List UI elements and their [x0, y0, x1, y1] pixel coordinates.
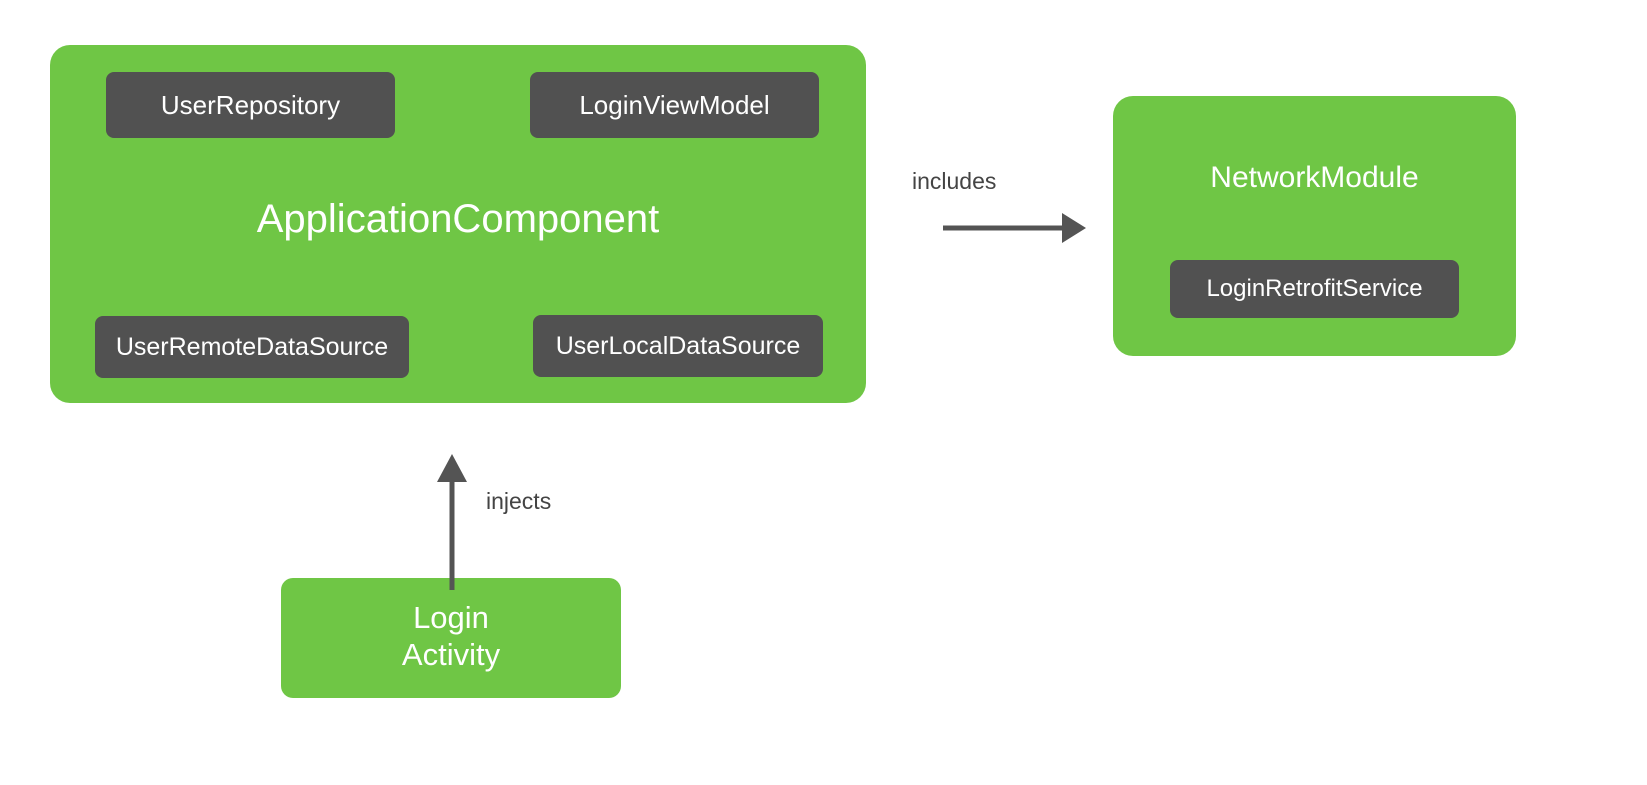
node-application-component-label: ApplicationComponent — [256, 197, 660, 241]
node-login-activity[interactable] — [281, 578, 621, 698]
node-user-repository[interactable]: UserRepository — [106, 72, 395, 138]
node-login-activity-label: Login Activity — [401, 600, 501, 672]
edge-label-injects: injects — [486, 488, 552, 514]
node-network-module-label: NetworkModule — [1210, 161, 1419, 194]
edge-label-includes: includes — [912, 168, 997, 194]
node-login-viewmodel[interactable]: LoginViewModel — [530, 72, 819, 138]
node-user-repository-label: UserRepository — [160, 89, 341, 120]
arrow-right-icon — [943, 213, 1086, 243]
node-user-remote-data-source[interactable]: UserRemoteDataSource — [95, 316, 409, 378]
node-user-remote-data-source-label: UserRemoteDataSource — [115, 332, 389, 361]
node-login-viewmodel-label: LoginViewModel — [579, 89, 770, 120]
node-user-local-data-source-label: UserLocalDataSource — [555, 331, 801, 360]
node-login-retrofit-service-label: LoginRetrofitService — [1206, 275, 1423, 302]
node-login-retrofit-service[interactable]: LoginRetrofitService — [1170, 260, 1459, 318]
arrow-up-icon — [437, 454, 467, 590]
node-user-local-data-source[interactable]: UserLocalDataSource — [533, 315, 823, 377]
